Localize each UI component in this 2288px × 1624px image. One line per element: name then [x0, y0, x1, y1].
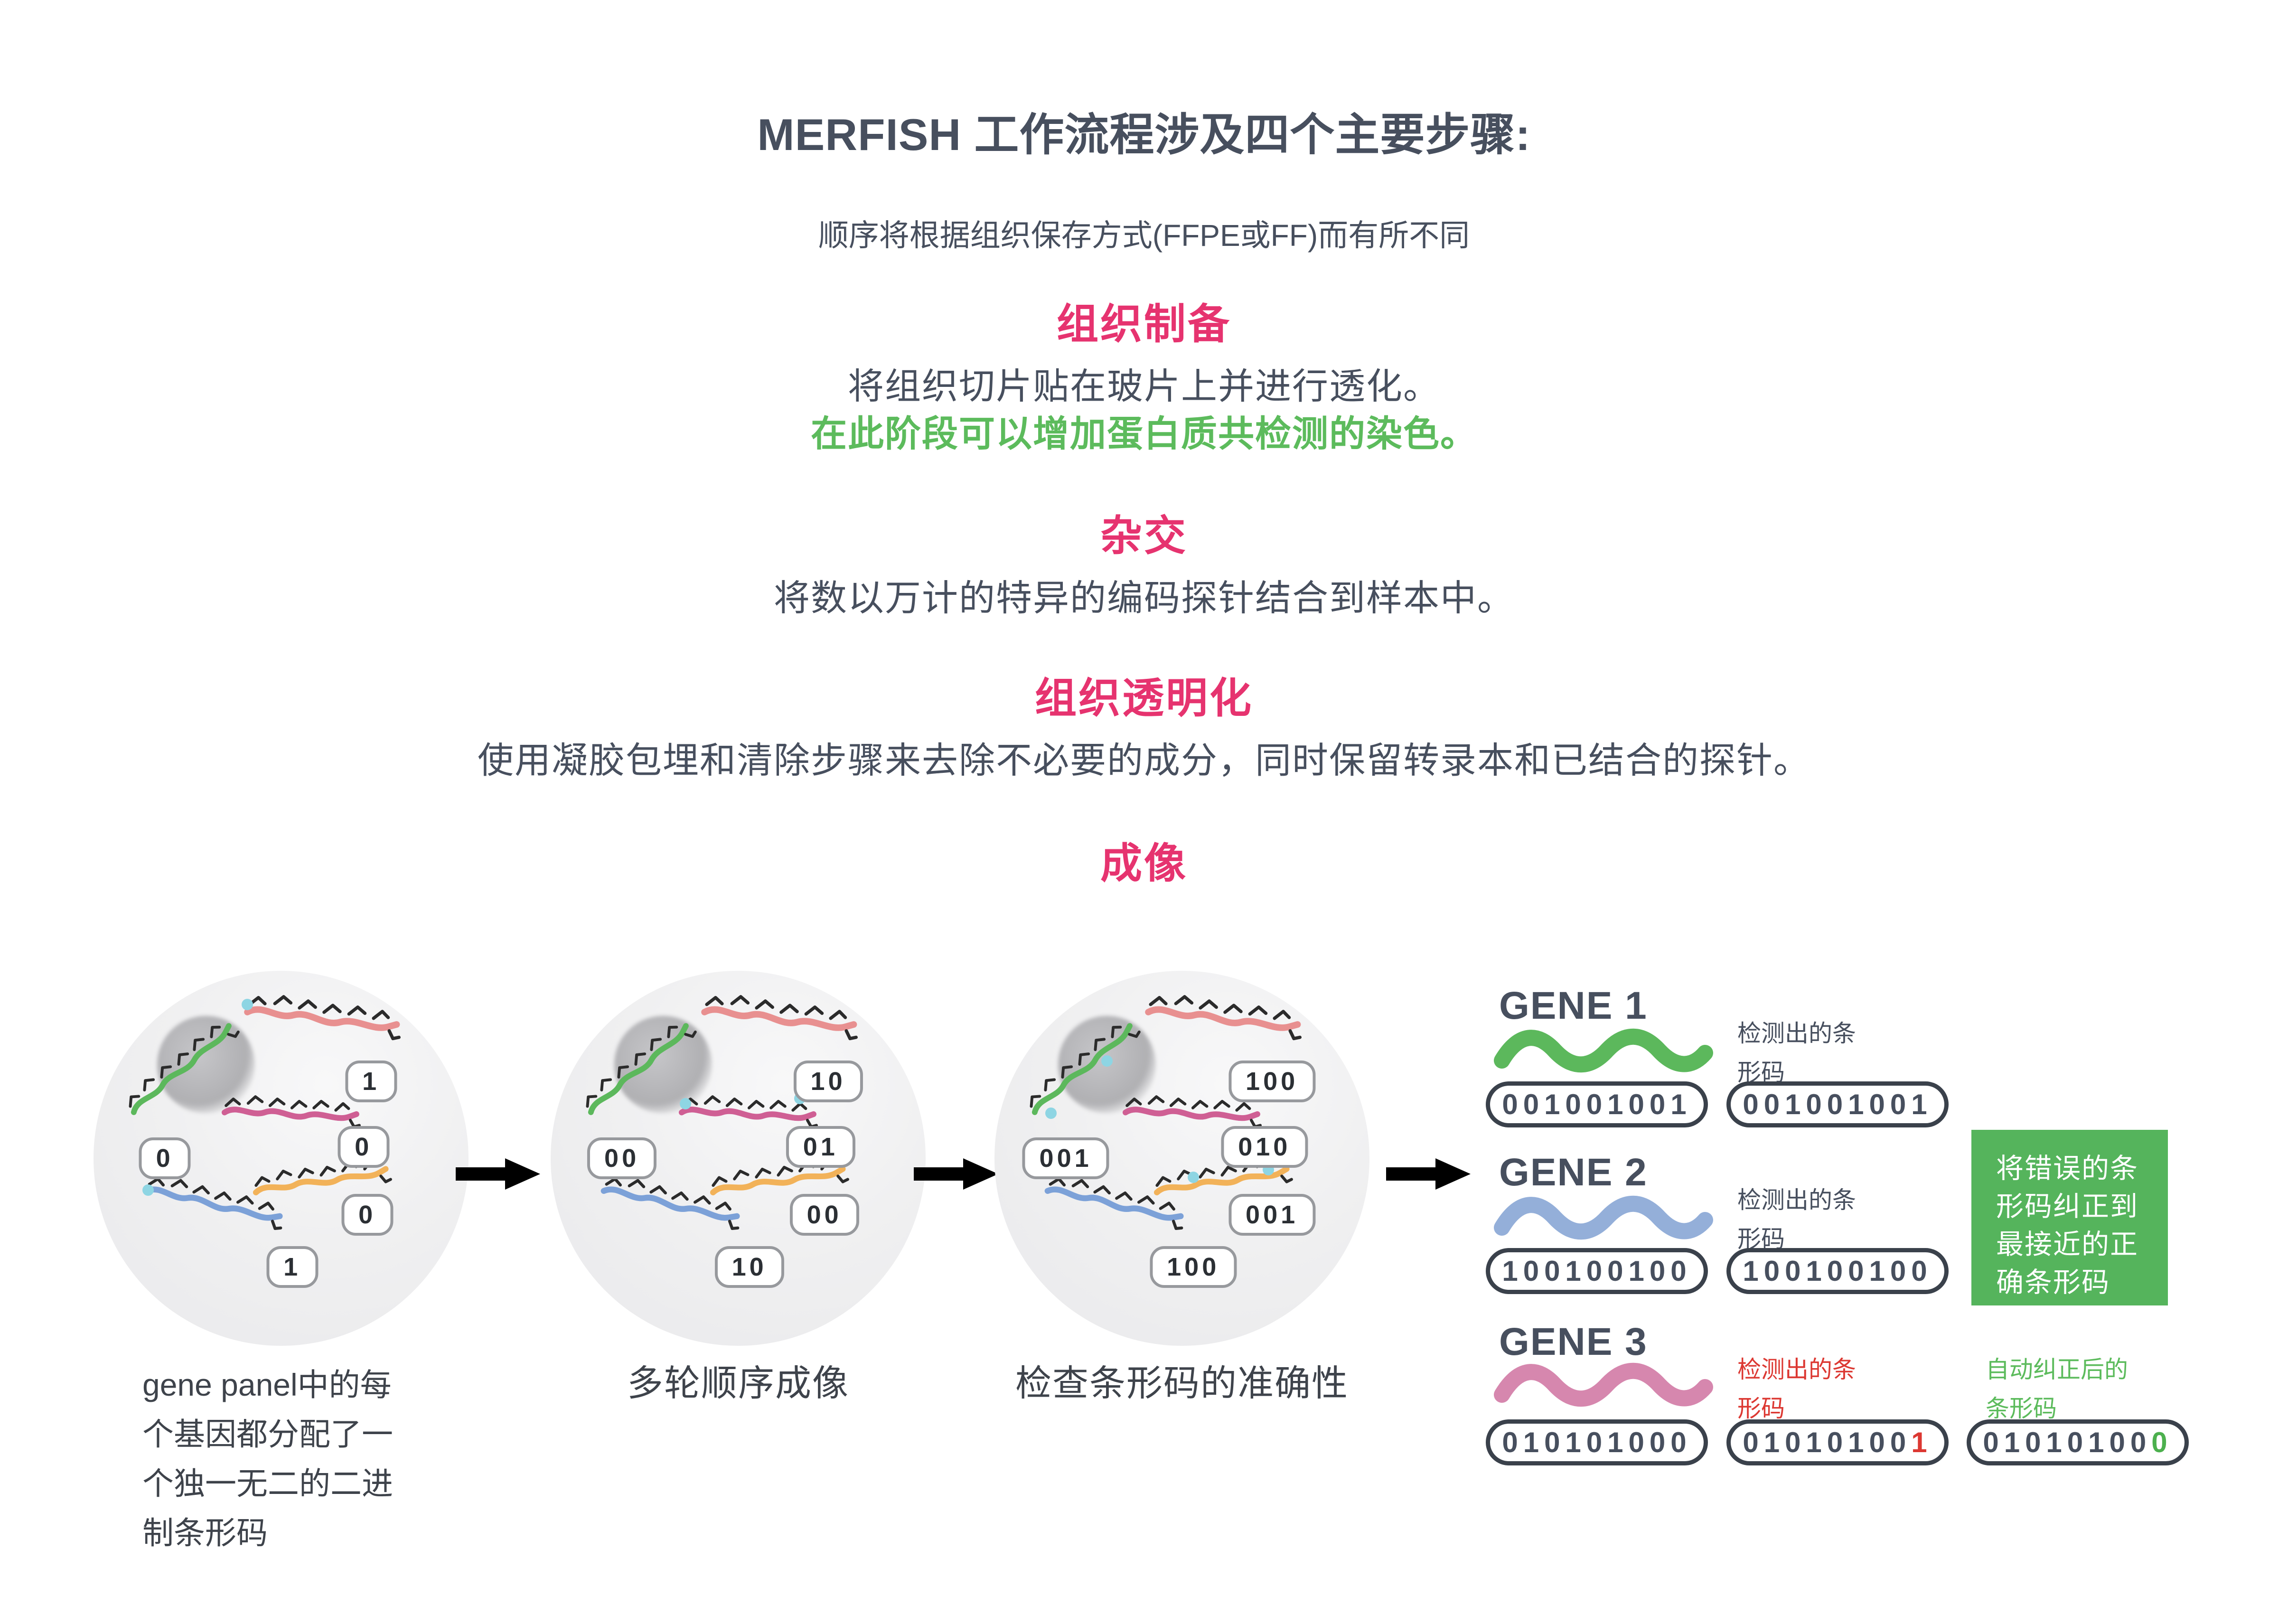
barcode-value: 100100100	[1743, 1255, 1932, 1287]
barcode-bit-value: 100	[1246, 1067, 1299, 1096]
cell-diagram-sequential-imaging: 10 01 00 00 10	[551, 971, 926, 1346]
gene3-detected-label: 检测出的条 形码	[1737, 1356, 1856, 1422]
cell-diagram-barcode-assignment: 1 0 0 0 1	[94, 971, 469, 1346]
step-body-tissue-prep-protein: 在此阶段可以增加蛋白质共检测的染色。	[811, 414, 1477, 454]
gene1-name: GENE 1	[1499, 984, 1648, 1027]
barcode-bits-green: 00	[587, 1137, 657, 1179]
barcode-value: 100100100	[1502, 1255, 1692, 1287]
gene3-rna-wave-icon	[1496, 1359, 1711, 1412]
fluorophore-dot	[1187, 1171, 1199, 1183]
barcode-bit-value: 1	[362, 1067, 380, 1096]
gene3-corrected-label: 自动纠正后的 条形码	[1986, 1356, 2128, 1422]
rna-strand-salmon	[1143, 986, 1304, 1046]
rna-strand-salmon	[242, 986, 403, 1046]
caption-barcode-assignment: gene panel中的每 个基因都分配了一 个独一无二的二进 制条形码	[142, 1367, 393, 1550]
barcode-bit-value: 10	[731, 1253, 767, 1282]
barcode-value: 01010100	[1743, 1427, 1912, 1458]
step-body-tissue-clearing: 使用凝胶包埋和清除步骤来去除不必要的成分，同时保留转录本和已结合的探针。	[478, 741, 1810, 781]
barcode-bit-value: 00	[806, 1200, 842, 1229]
gene1-assigned-barcode: 001001001	[1486, 1081, 1708, 1127]
fluorophore-dot	[142, 1184, 154, 1196]
barcode-bit-value: 001	[1246, 1200, 1299, 1229]
barcode-value: 001001001	[1502, 1089, 1692, 1120]
gene2-detected-label: 检测出的条 形码	[1737, 1187, 1856, 1252]
barcode-word-magenta: 010	[1221, 1126, 1308, 1168]
barcode-bit-salmon: 1	[345, 1061, 397, 1103]
gene2-name: GENE 2	[1499, 1151, 1648, 1194]
fluorophore-dot	[241, 999, 253, 1011]
gene1-detected-label: 检测出的条 形码	[1737, 1020, 1856, 1086]
caption-sequential-imaging: 多轮顺序成像	[627, 1363, 849, 1404]
step-title-hybridization: 杂交	[1100, 512, 1188, 559]
flow-arrow-icon	[456, 1158, 540, 1190]
fluorophore-dot	[1101, 1055, 1113, 1067]
gene3-assigned-barcode: 010101000	[1486, 1419, 1708, 1465]
cell-diagram-barcode-check: 100 010 001 001 100	[994, 971, 1369, 1346]
barcode-bit-value: 1	[283, 1253, 301, 1282]
barcode-bit-value: 001	[1039, 1144, 1092, 1173]
barcode-value: 001001001	[1743, 1089, 1932, 1120]
step-title-imaging: 成像	[1100, 840, 1188, 887]
barcode-bit-value: 100	[1167, 1253, 1220, 1282]
barcode-error-digit: 1	[1911, 1427, 1932, 1458]
flow-arrow-icon	[914, 1158, 998, 1190]
barcode-bit-magenta: 0	[338, 1126, 390, 1168]
barcode-word-blue: 100	[1150, 1246, 1237, 1288]
gene1-detected-barcode: 001001001	[1726, 1081, 1949, 1127]
barcode-bit-value: 0	[355, 1133, 373, 1162]
gene2-detected-barcode: 100100100	[1726, 1248, 1949, 1294]
barcode-bits-salmon: 10	[793, 1061, 863, 1103]
gene2-rna-wave-icon	[1496, 1192, 1711, 1245]
barcode-bits-blue: 10	[714, 1246, 784, 1288]
barcode-bit-value: 0	[156, 1144, 174, 1173]
step-title-tissue-prep: 组织制备	[1056, 300, 1231, 347]
barcode-fixed-digit: 0	[2151, 1427, 2173, 1458]
barcode-bit-green: 0	[139, 1137, 191, 1179]
barcode-value: 010101000	[1502, 1427, 1692, 1458]
barcode-bit-value: 10	[810, 1067, 846, 1096]
gene2-assigned-barcode: 100100100	[1486, 1248, 1708, 1294]
error-correction-note: 将错误的条 形码纠正到 最接近的正 确条形码	[1971, 1130, 2168, 1305]
page-title: MERFISH 工作流程涉及四个主要步骤:	[757, 110, 1531, 160]
page-subtitle: 顺序将根据组织保存方式(FFPE或FF)而有所不同	[818, 218, 1470, 253]
barcode-value: 01010100	[1983, 1427, 2152, 1458]
flow-arrow-icon	[1386, 1158, 1471, 1190]
barcode-word-orange: 001	[1228, 1193, 1316, 1236]
barcode-bits-magenta: 01	[786, 1126, 855, 1168]
gene1-rna-wave-icon	[1496, 1024, 1711, 1078]
barcode-bit-value: 00	[604, 1144, 640, 1173]
barcode-word-green: 001	[1022, 1137, 1109, 1179]
fluorophore-dot	[680, 1098, 692, 1110]
barcode-bit-value: 01	[803, 1133, 838, 1162]
barcode-bits-orange: 00	[789, 1193, 859, 1236]
gene3-name: GENE 3	[1499, 1320, 1648, 1363]
rna-strand-magenta	[220, 1089, 361, 1133]
barcode-bit-blue: 1	[266, 1246, 319, 1288]
step-title-tissue-clearing: 组织透明化	[1034, 675, 1253, 722]
barcode-bit-orange: 0	[341, 1193, 394, 1236]
fluorophore-dot	[1045, 1108, 1057, 1119]
barcode-bit-value: 0	[358, 1200, 376, 1229]
barcode-word-salmon: 100	[1228, 1061, 1316, 1103]
caption-barcode-check: 检查条形码的准确性	[1015, 1363, 1349, 1404]
step-body-tissue-prep: 将组织切片贴在玻片上并进行透化。	[848, 366, 1440, 407]
step-body-hybridization: 将数以万计的特异的编码探针结合到样本中。	[774, 578, 1514, 619]
rna-strand-salmon	[699, 986, 860, 1046]
barcode-bit-value: 010	[1238, 1133, 1291, 1162]
